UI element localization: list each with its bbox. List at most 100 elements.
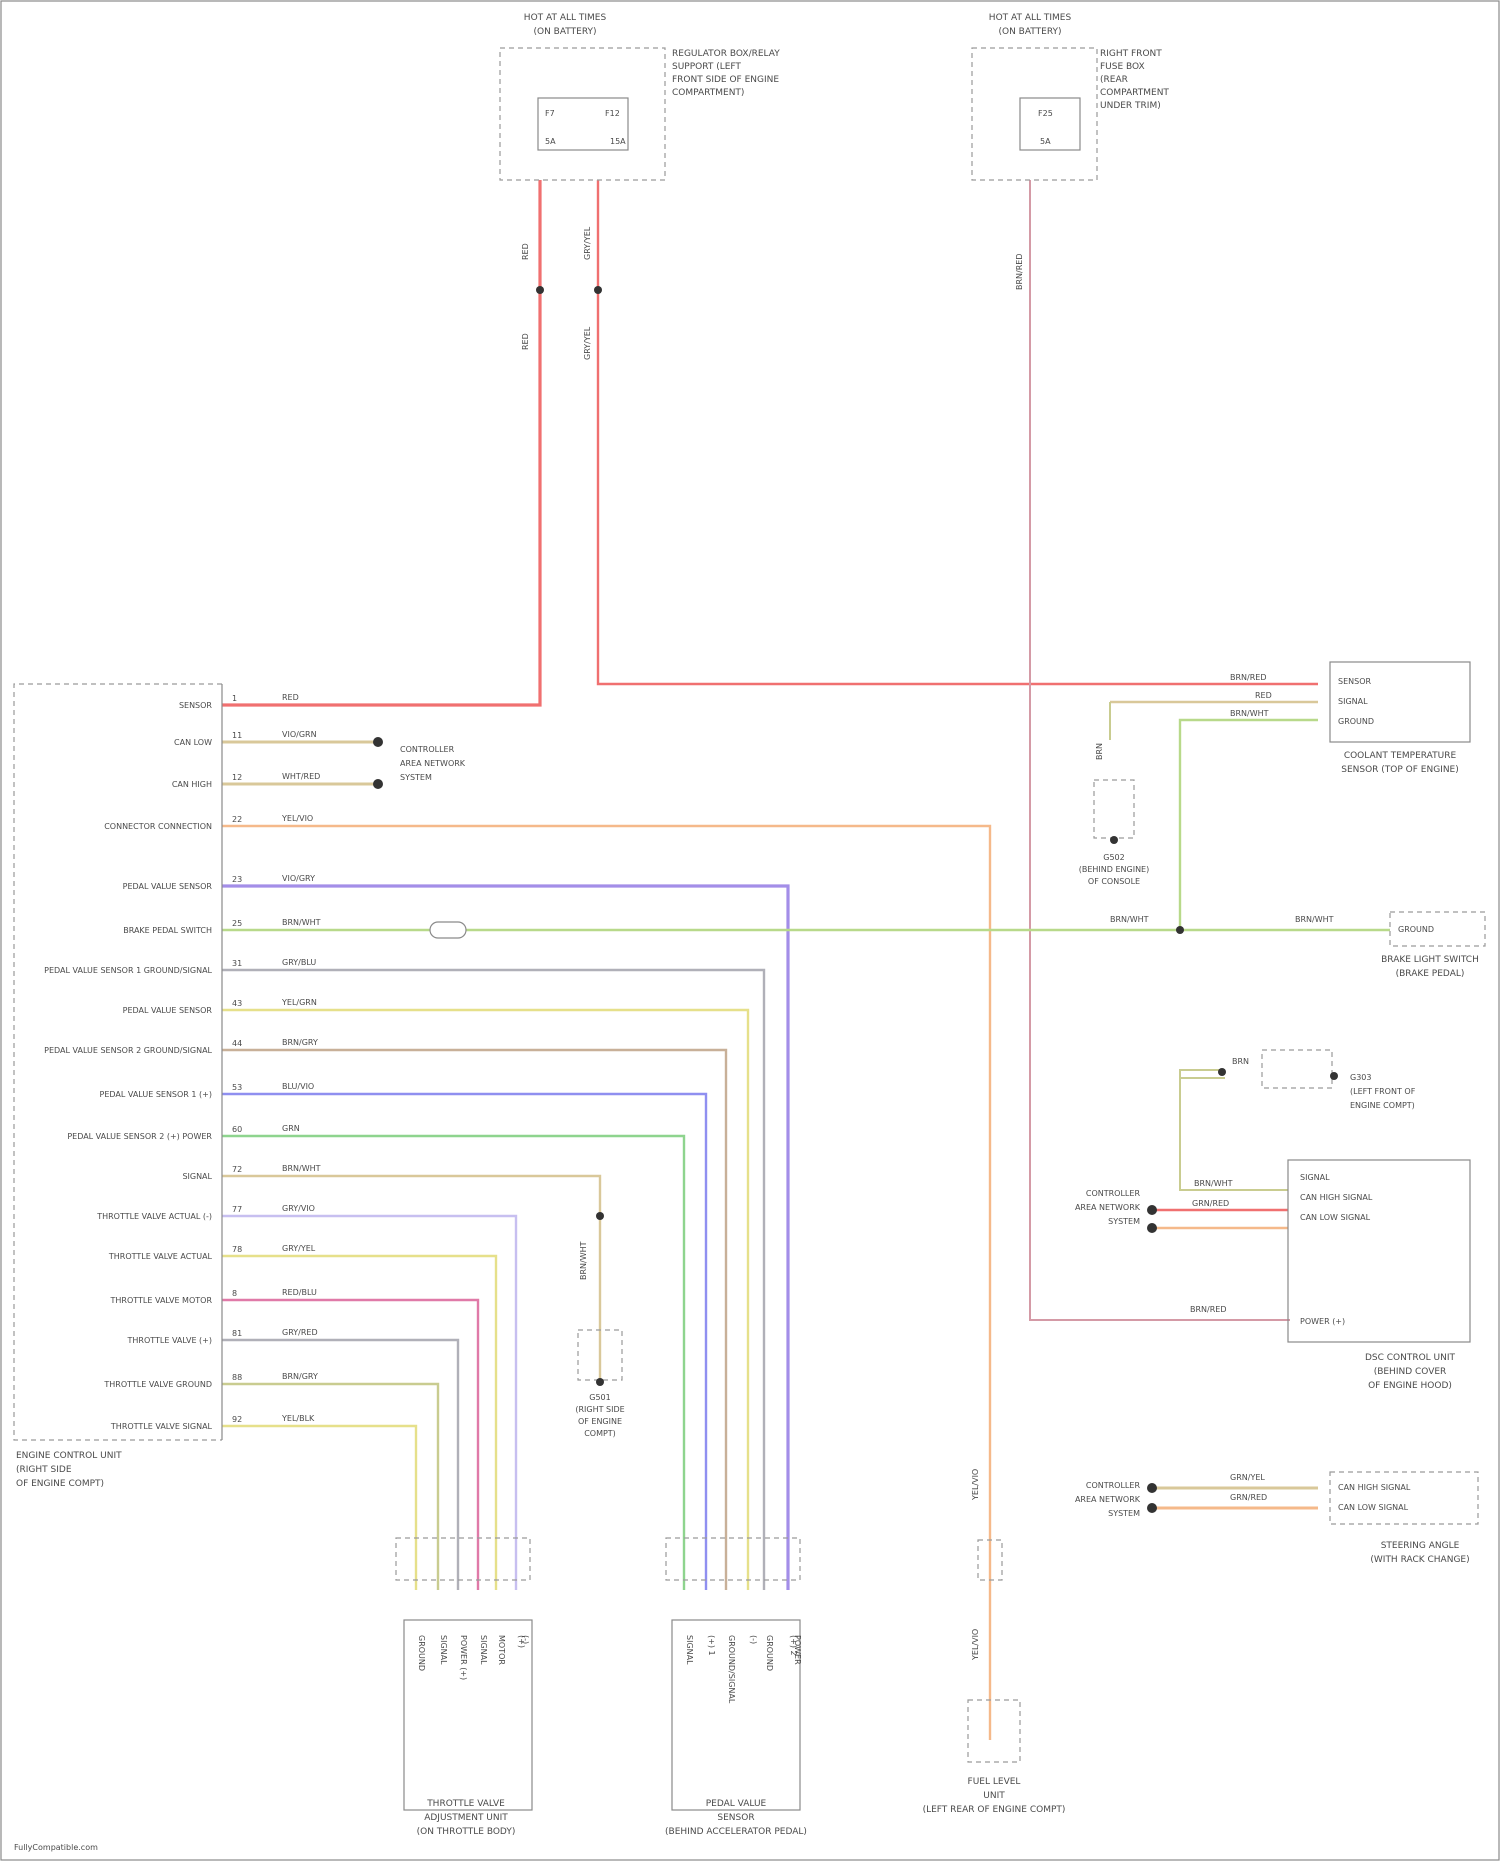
steer-pin-high: CAN HIGH SIGNAL [1338, 1483, 1411, 1492]
ecu-pin-name: PEDAL VALUE SENSOR 1 GROUND/SIGNAL [44, 966, 212, 975]
ecu-pin-number: 88 [232, 1373, 242, 1382]
wire-throttle-5 [222, 1384, 438, 1590]
ecu-pin-name: CONNECTOR CONNECTION [104, 822, 212, 831]
ecu-pin-name: SIGNAL [182, 1172, 212, 1181]
wire-f12-red [598, 180, 1318, 684]
steer-wire-2: GRN/RED [1230, 1493, 1267, 1502]
ecu-pin-wire-color: YEL/BLK [281, 1414, 315, 1423]
ecu-pin-number: 8 [232, 1289, 237, 1298]
wire-label-gryyel-top: GRY/YEL [583, 226, 592, 260]
ecu-pin-name: THROTTLE VALVE ACTUAL (-) [96, 1212, 212, 1221]
ecu-pin-name: THROTTLE VALVE GROUND [103, 1380, 212, 1389]
wire-pedal-grey [222, 970, 764, 1590]
g502-dot [1110, 836, 1118, 844]
ecu-pin-number: 12 [232, 773, 242, 782]
brake-switch-pin: GROUND [1398, 925, 1434, 934]
ecu-pin-name: SENSOR [179, 701, 212, 710]
wire-layer [222, 180, 1390, 1740]
throttle-label-2: ADJUSTMENT UNIT [424, 1813, 508, 1823]
ecu-pin-wire-color: BRN/WHT [282, 918, 321, 927]
ecu-pin-wire-color: GRY/YEL [282, 1244, 316, 1253]
ecu-pin-number: 1 [232, 694, 237, 703]
brake-switch-splice [1176, 926, 1184, 934]
g501-wire: BRN/WHT [579, 1241, 588, 1280]
brake-light-switch: GROUND BRN/WHT BRN/WHT BRAKE LIGHT SWITC… [1110, 912, 1485, 979]
ecu-pin-wire-color: VIO/GRY [282, 874, 315, 883]
wire-label-brnred-top: BRN/RED [1015, 254, 1024, 291]
throttle-pin-label: (-) [521, 1635, 530, 1644]
ecu-pin-number: 72 [232, 1165, 242, 1174]
wire-coolant-ground [1180, 720, 1318, 930]
ecu-label-3: OF ENGINE COMPT) [16, 1479, 104, 1489]
ground-g502: BRN G502 (BEHIND ENGINE) OF CONSOLE [1079, 743, 1149, 886]
splice-left-2 [594, 286, 602, 294]
ecu-pin-number: 25 [232, 919, 242, 928]
fuse-left-desc-2: SUPPORT (LEFT [672, 62, 741, 72]
ecu-label-1: ENGINE CONTROL UNIT [16, 1451, 122, 1461]
pedal-pin-label: GROUND/SIGNAL [727, 1635, 736, 1704]
ecu-pin-wire-color: YEL/GRN [281, 998, 317, 1007]
coolant-wire-1: BRN/RED [1230, 673, 1267, 682]
fuse-left-desc-4: COMPARTMENT) [672, 88, 744, 98]
dsc-can-ref-1: CONTROLLER [1086, 1189, 1141, 1198]
g502-label-3: OF CONSOLE [1088, 877, 1140, 886]
coolant-wire-2: RED [1255, 691, 1272, 700]
dsc-label-3: OF ENGINE HOOD) [1368, 1381, 1452, 1391]
ecu-pin-number: 31 [232, 959, 242, 968]
coolant-wire-3: BRN/WHT [1230, 709, 1269, 718]
throttle-pin-label: SIGNAL [439, 1635, 448, 1665]
ecu-pin-number: 22 [232, 815, 242, 824]
steer-can-ref-1: CONTROLLER [1086, 1481, 1141, 1490]
g303-wire: BRN [1232, 1057, 1249, 1066]
g303-connector [1262, 1050, 1332, 1088]
throttle-pin-label: SIGNAL [479, 1635, 488, 1665]
footer-credit: FullyCompatible.com [14, 1843, 98, 1852]
ecu-pin-name: PEDAL VALUE SENSOR [123, 1006, 213, 1015]
pedal-label-3: (BEHIND ACCELERATOR PEDAL) [665, 1827, 807, 1837]
ecu-label-2: (RIGHT SIDE [16, 1465, 72, 1475]
dsc-pin-can-low: CAN LOW SIGNAL [1300, 1213, 1371, 1222]
ecu-pin-wire-color: YEL/VIO [281, 814, 313, 823]
wire-throttle-3 [222, 1300, 478, 1590]
wire-ecu-sensor-red [222, 180, 540, 705]
g303-label-3: ENGINE COMPT) [1350, 1101, 1415, 1110]
wire-pedal-violet [222, 886, 788, 1590]
dsc-wire-3: BRN/RED [1190, 1305, 1227, 1314]
ecu-pin-name: THROTTLE VALVE ACTUAL [108, 1252, 213, 1261]
steer-label-2: (WITH RACK CHANGE) [1370, 1555, 1469, 1565]
ecu-pin-name: PEDAL VALUE SENSOR 2 GROUND/SIGNAL [44, 1046, 212, 1055]
g501-label-4: COMPT) [584, 1429, 616, 1438]
ecu-pin-wire-color: GRY/RED [282, 1328, 318, 1337]
dsc-label-1: DSC CONTROL UNIT [1365, 1353, 1456, 1363]
ecu-pin-number: 11 [232, 731, 242, 740]
fuse-f12-rating: 15A [610, 137, 626, 146]
ecu-pin-wire-color: WHT/RED [282, 772, 320, 781]
steer-wire-1: GRN/YEL [1230, 1473, 1265, 1482]
dsc-can-ref-2: AREA NETWORK [1075, 1203, 1141, 1212]
ecu-pin-number: 77 [232, 1205, 242, 1214]
ecu-pin-number: 92 [232, 1415, 242, 1424]
steer-can-ref-dot-1 [1147, 1483, 1157, 1493]
ecu-pin-name: THROTTLE VALVE SIGNAL [110, 1422, 213, 1431]
ecu-pin-wire-color: GRN [282, 1124, 300, 1133]
pedal-pin-label: (+) 1 [707, 1635, 716, 1656]
splice-left-1 [536, 286, 544, 294]
ecu-pin-wire-color: GRY/VIO [282, 1204, 315, 1213]
fuse-f25-label: F25 [1038, 109, 1053, 118]
ecu-pin-name: CAN LOW [174, 738, 212, 747]
pedal-label-1: PEDAL VALUE [706, 1799, 767, 1809]
steer-can-ref-dot-2 [1147, 1503, 1157, 1513]
wire-label-gryyel-mid: GRY/YEL [583, 326, 592, 360]
brake-switch-label-2: (BRAKE PEDAL) [1396, 969, 1465, 979]
ecu-pin-number: 81 [232, 1329, 242, 1338]
wire-throttle-4 [222, 1340, 458, 1590]
g502-label-1: G502 [1103, 853, 1124, 862]
throttle-label-3: (ON THROTTLE BODY) [417, 1827, 516, 1837]
ecu-pin-wire-color: RED [282, 693, 299, 702]
fuse-left-desc-3: FRONT SIDE OF ENGINE [672, 75, 779, 85]
ecu-can-ref-dot-2 [373, 779, 383, 789]
dsc-control-unit: SIGNAL CAN HIGH SIGNAL CAN LOW SIGNAL PO… [1075, 1160, 1470, 1391]
